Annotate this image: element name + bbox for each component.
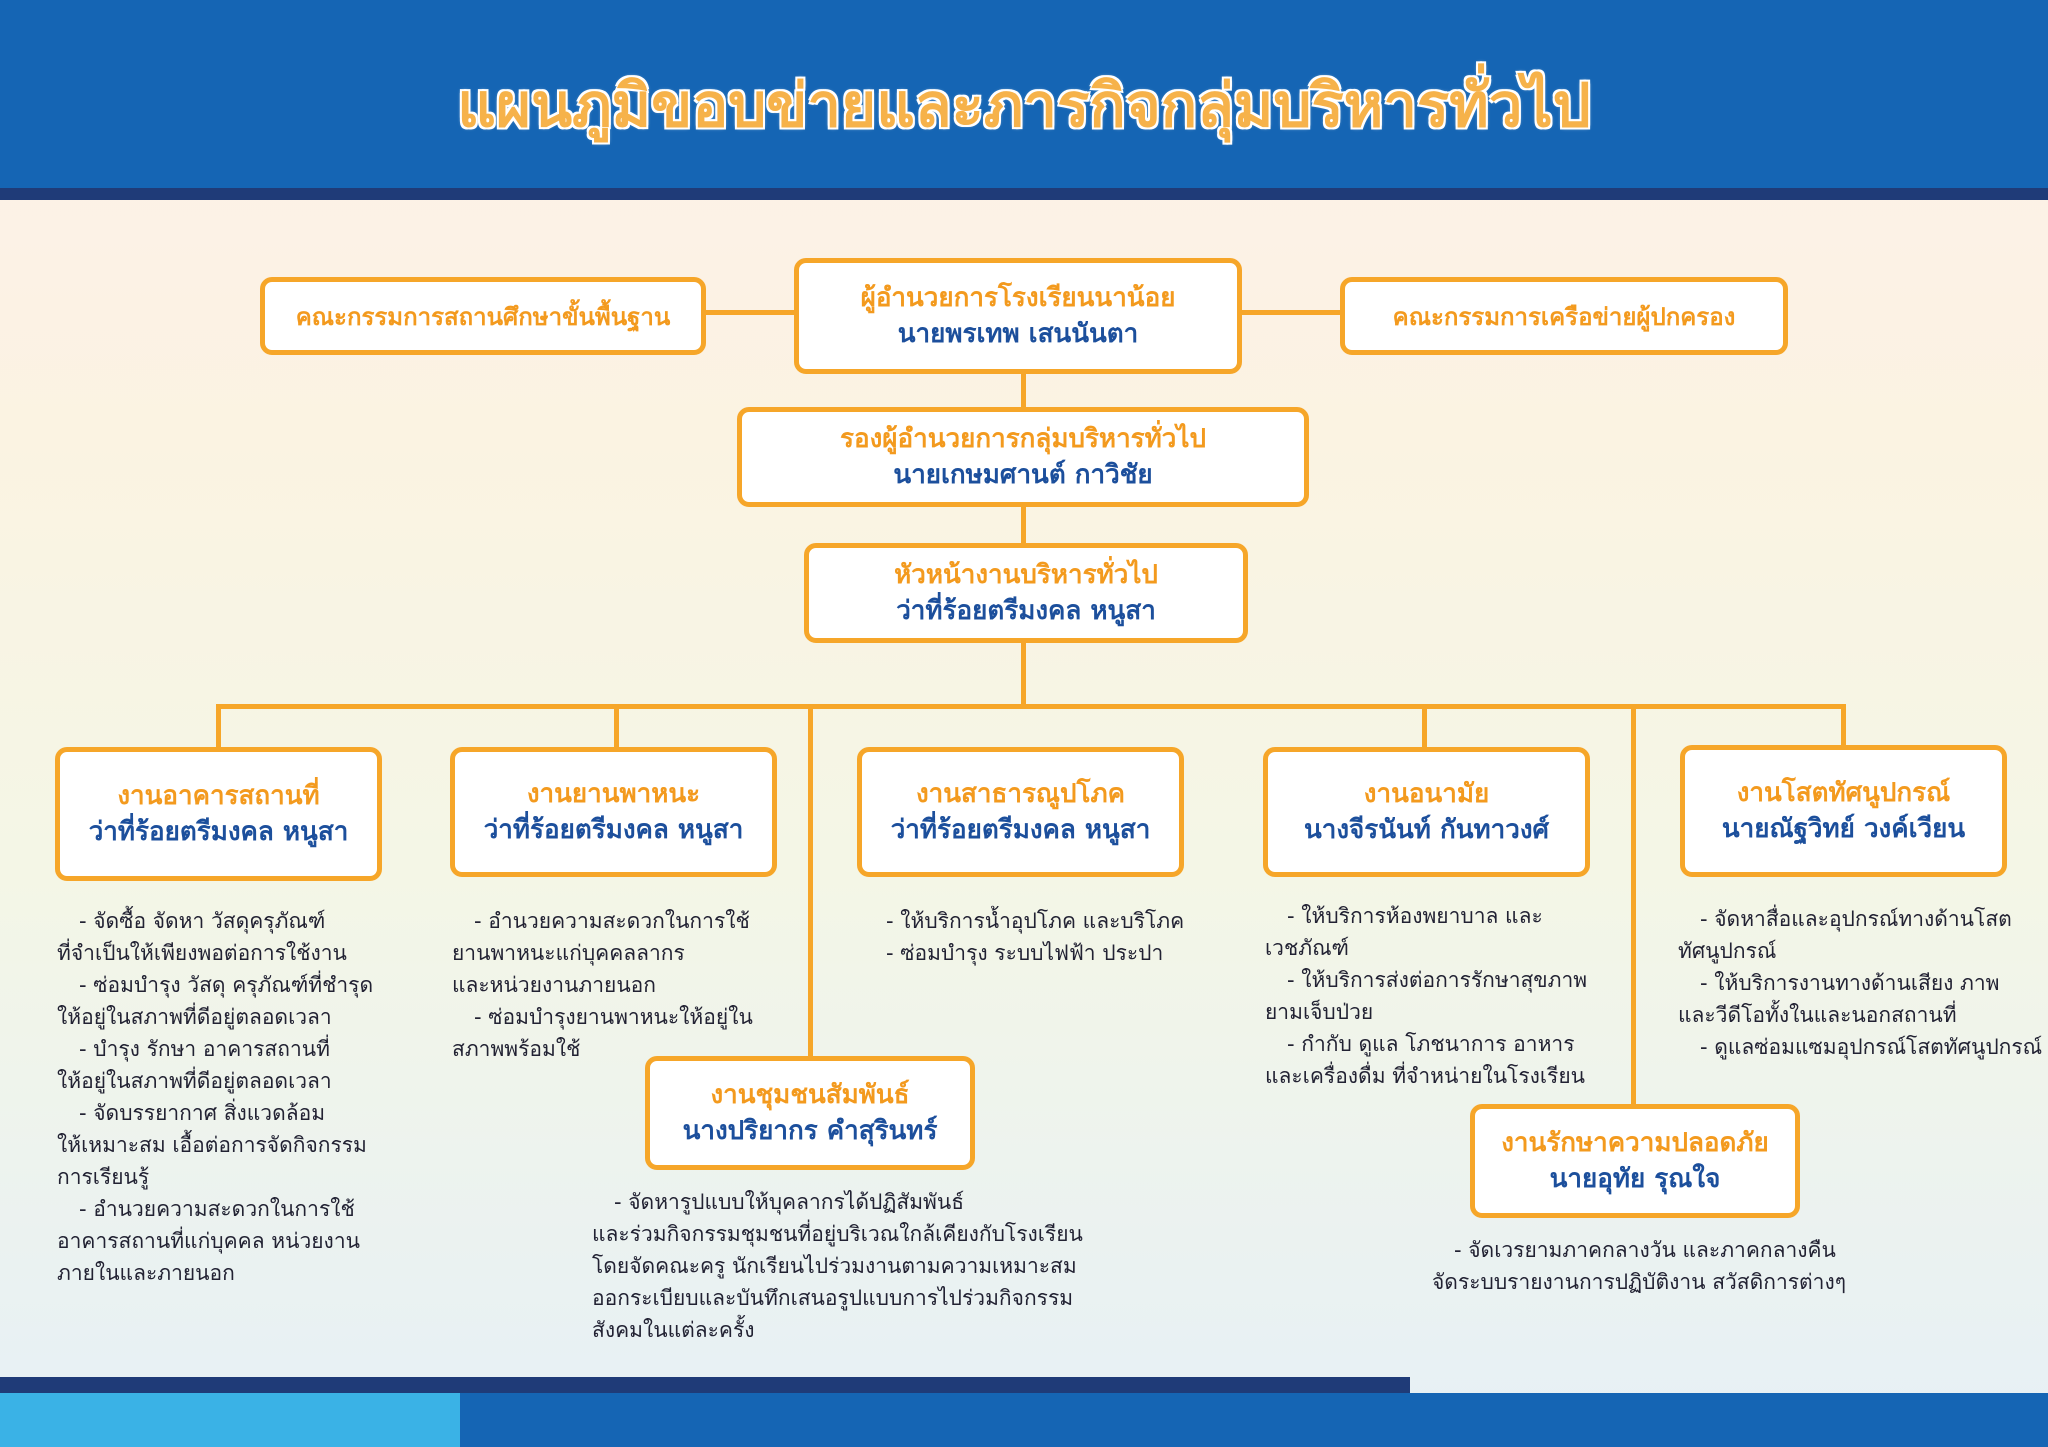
desc-line: อาคารสถานที่แก่บุคคล หน่วยงาน (57, 1229, 360, 1253)
connector-unit4 (1422, 704, 1427, 750)
director-title: ผู้อำนวยการโรงเรียนนาน้อย (860, 283, 1176, 313)
unit-name: ว่าที่ร้อยตรีมงคล หนูสา (483, 815, 744, 845)
unit-title: งานสาธารณูปโภค (915, 779, 1126, 809)
committee-left-label: คณะกรรมการสถานศึกษาขั้นพื้นฐาน (295, 302, 671, 331)
unit-box-av: งานโสตทัศนูปกรณ์ นายณัฐวิทย์ วงค์เวียน (1680, 745, 2007, 877)
desc-line: - ดูแลซ่อมแซมอุปกรณ์โสตทัศนูปกรณ์ (1700, 1035, 2043, 1059)
desc-line: - บำรุง รักษา อาคารสถานที่ (79, 1037, 330, 1061)
desc-line: โดยจัดคณะครู นักเรียนไปร่วมงานตามความเหม… (592, 1254, 1077, 1278)
desc-line: - จัดหารูปแบบให้บุคลากรได้ปฏิสัมพันธ์ (614, 1190, 965, 1214)
director-name: นายพรเทพ เสนนันตา (897, 319, 1139, 349)
deputy-title: รองผู้อำนวยการกลุ่มบริหารทั่วไป (840, 424, 1206, 454)
connector-community (808, 704, 813, 1059)
unit-box-utilities: งานสาธารณูปโภค ว่าที่ร้อยตรีมงคล หนูสา (857, 747, 1184, 877)
desc-line: - อำนวยความสะดวกในการใช้ (79, 1197, 355, 1221)
desc-line: ภายในและภายนอก (57, 1261, 235, 1285)
unit-name: ว่าที่ร้อยตรีมงคล หนูสา (890, 815, 1151, 845)
unit-name: นายณัฐวิทย์ วงค์เวียน (1721, 814, 1966, 844)
connector-unit1 (216, 704, 221, 750)
unit-title: งานอนามัย (1363, 779, 1490, 809)
desc-line: - ซ่อมบำรุง วัสดุ ครุภัณฑ์ที่ชำรุด (79, 973, 374, 997)
connector-branch (216, 704, 1846, 709)
unit-box-vehicle: งานยานพาหนะ ว่าที่ร้อยตรีมงคล หนูสา (450, 747, 777, 877)
unit-box-health: งานอนามัย นางจีรนันท์ กันทาวงศ์ (1263, 747, 1590, 877)
deputy-name: นายเกษมศานต์ กาวิชัย (893, 460, 1153, 490)
unit-title: งานชุมชนสัมพันธ์ (710, 1080, 910, 1110)
unit-box-building: งานอาคารสถานที่ ว่าที่ร้อยตรีมงคล หนูสา (55, 747, 382, 881)
unit-desc-health: - ให้บริการห้องพยาบาล และเวชภัณฑ์ - ให้บร… (1265, 900, 1595, 1092)
unit-desc-vehicle: - อำนวยความสะดวกในการใช้ยานพาหนะแก่บุคคล… (452, 905, 782, 1065)
desc-line: ให้เหมาะสม เอื้อต่อการจัดกิจกรรม (57, 1133, 367, 1157)
header-bar (0, 0, 2048, 188)
desc-line: ยานพาหนะแก่บุคคลลากร (452, 941, 685, 965)
desc-line: - ให้บริการส่งต่อการรักษาสุขภาพ (1287, 968, 1588, 992)
desc-line: - จัดซื้อ จัดหา วัสดุครุภัณฑ์ (79, 909, 326, 933)
unit-desc-security: - จัดเวรยามภาคกลางวัน และภาคกลางคืนจัดระ… (1432, 1234, 1847, 1298)
desc-line: ออกระเบียบและบันทึกเสนอรูปแบบการไปร่วมกิ… (592, 1286, 1074, 1310)
unit-title: งานอาคารสถานที่ (117, 781, 320, 811)
head-title: หัวหน้างานบริหารทั่วไป (894, 560, 1158, 590)
desc-line: ที่จำเป็นให้เพียงพอต่อการใช้งาน (57, 941, 347, 965)
unit-title: งานรักษาความปลอดภัย (1501, 1128, 1769, 1158)
desc-line: ทัศนูปกรณ์ (1678, 939, 1777, 963)
unit-desc-av: - จัดหาสื่อและอุปกรณ์ทางด้านโสตทัศนูปกรณ… (1678, 903, 2043, 1063)
head-name: ว่าที่ร้อยตรีมงคล หนูสา (896, 596, 1156, 626)
desc-line: และวีดีโอทั้งในและนอกสถานที่ (1678, 1003, 1957, 1027)
desc-line: - กำกับ ดูแล โภชนาการ อาหาร (1287, 1032, 1575, 1056)
unit-name: ว่าที่ร้อยตรีมงคล หนูสา (88, 817, 349, 847)
unit-title: งานโสตทัศนูปกรณ์ (1736, 778, 1951, 808)
unit-box-security: งานรักษาความปลอดภัย นายอุทัย รุณใจ (1470, 1104, 1800, 1218)
desc-line: ให้อยู่ในสภาพที่ดีอยู่ตลอดเวลา (57, 1005, 332, 1029)
director-box: ผู้อำนวยการโรงเรียนนาน้อย นายพรเทพ เสนนั… (794, 258, 1242, 374)
desc-line: - ให้บริการงานทางด้านเสียง ภาพ (1700, 971, 2000, 995)
desc-line: สภาพพร้อมใช้ (452, 1037, 581, 1061)
desc-line: - ซ่อมบำรุงยานพาหนะให้อยู่ใน (474, 1005, 753, 1029)
connector-unit2 (614, 704, 619, 750)
footer-bar (0, 1377, 2048, 1447)
unit-name: นางจีรนันท์ กันทาวงศ์ (1303, 815, 1550, 845)
connector-trunk (1021, 372, 1026, 707)
desc-line: - ให้บริการน้ำอุปโภค และบริโภค (886, 909, 1185, 933)
desc-line: - จัดหาสื่อและอุปกรณ์ทางด้านโสต (1700, 907, 2012, 931)
unit-box-community: งานชุมชนสัมพันธ์ นางปริยากร คำสุรินทร์ (645, 1056, 975, 1170)
desc-line: สังคมในแต่ละครั้ง (592, 1318, 755, 1342)
desc-line: - อำนวยความสะดวกในการใช้ (474, 909, 750, 933)
page-title: แผนภูมิขอบข่ายและภารกิจกลุ่มบริหารทั่วไป (457, 71, 1591, 141)
unit-title: งานยานพาหนะ (526, 779, 701, 809)
desc-line: - ซ่อมบำรุง ระบบไฟฟ้า ประปา (886, 941, 1164, 965)
head-box: หัวหน้างานบริหารทั่วไป ว่าที่ร้อยตรีมงคล… (804, 543, 1248, 643)
desc-line: และเครื่องดื่ม ที่จำหน่ายในโรงเรียน (1265, 1064, 1585, 1088)
committee-right-box: คณะกรรมการเครือข่ายผู้ปกครอง (1340, 277, 1788, 355)
desc-line: การเรียนรู้ (57, 1165, 150, 1189)
committee-right-label: คณะกรรมการเครือข่ายผู้ปกครอง (1392, 302, 1736, 331)
desc-line: - จัดเวรยามภาคกลางวัน และภาคกลางคืน (1454, 1238, 1836, 1262)
desc-line: เวชภัณฑ์ (1265, 936, 1349, 960)
desc-line: - ให้บริการห้องพยาบาล และ (1287, 904, 1543, 928)
desc-line: จัดระบบรายงานการปฏิบัติงาน สวัสดิการต่าง… (1432, 1270, 1847, 1294)
desc-line: - จัดบรรยากาศ สิ่งแวดล้อม (79, 1101, 326, 1125)
unit-desc-building: - จัดซื้อ จัดหา วัสดุครุภัณฑ์ที่จำเป็นให… (57, 905, 417, 1289)
desc-line: และหน่วยงานภายนอก (452, 973, 657, 997)
unit-desc-utilities: - ให้บริการน้ำอุปโภค และบริโภค - ซ่อมบำรุ… (864, 905, 1194, 969)
desc-line: ให้อยู่ในสภาพที่ดีอยู่ตลอดเวลา (57, 1069, 332, 1093)
committee-left-box: คณะกรรมการสถานศึกษาขั้นพื้นฐาน (260, 277, 706, 355)
unit-name: นางปริยากร คำสุรินทร์ (682, 1116, 938, 1146)
deputy-box: รองผู้อำนวยการกลุ่มบริหารทั่วไป นายเกษมศ… (737, 407, 1309, 507)
header-stripe (0, 188, 2048, 200)
desc-line: ยามเจ็บป่วย (1265, 1000, 1374, 1024)
unit-name: นายอุทัย รุณใจ (1549, 1164, 1721, 1194)
connector-unit5 (1841, 704, 1846, 750)
desc-line: และร่วมกิจกรรมชุมชนที่อยู่บริเวณใกล้เคีย… (592, 1222, 1083, 1246)
unit-desc-community: - จัดหารูปแบบให้บุคลากรได้ปฏิสัมพันธ์และ… (592, 1186, 1083, 1346)
connector-security (1631, 704, 1636, 1107)
